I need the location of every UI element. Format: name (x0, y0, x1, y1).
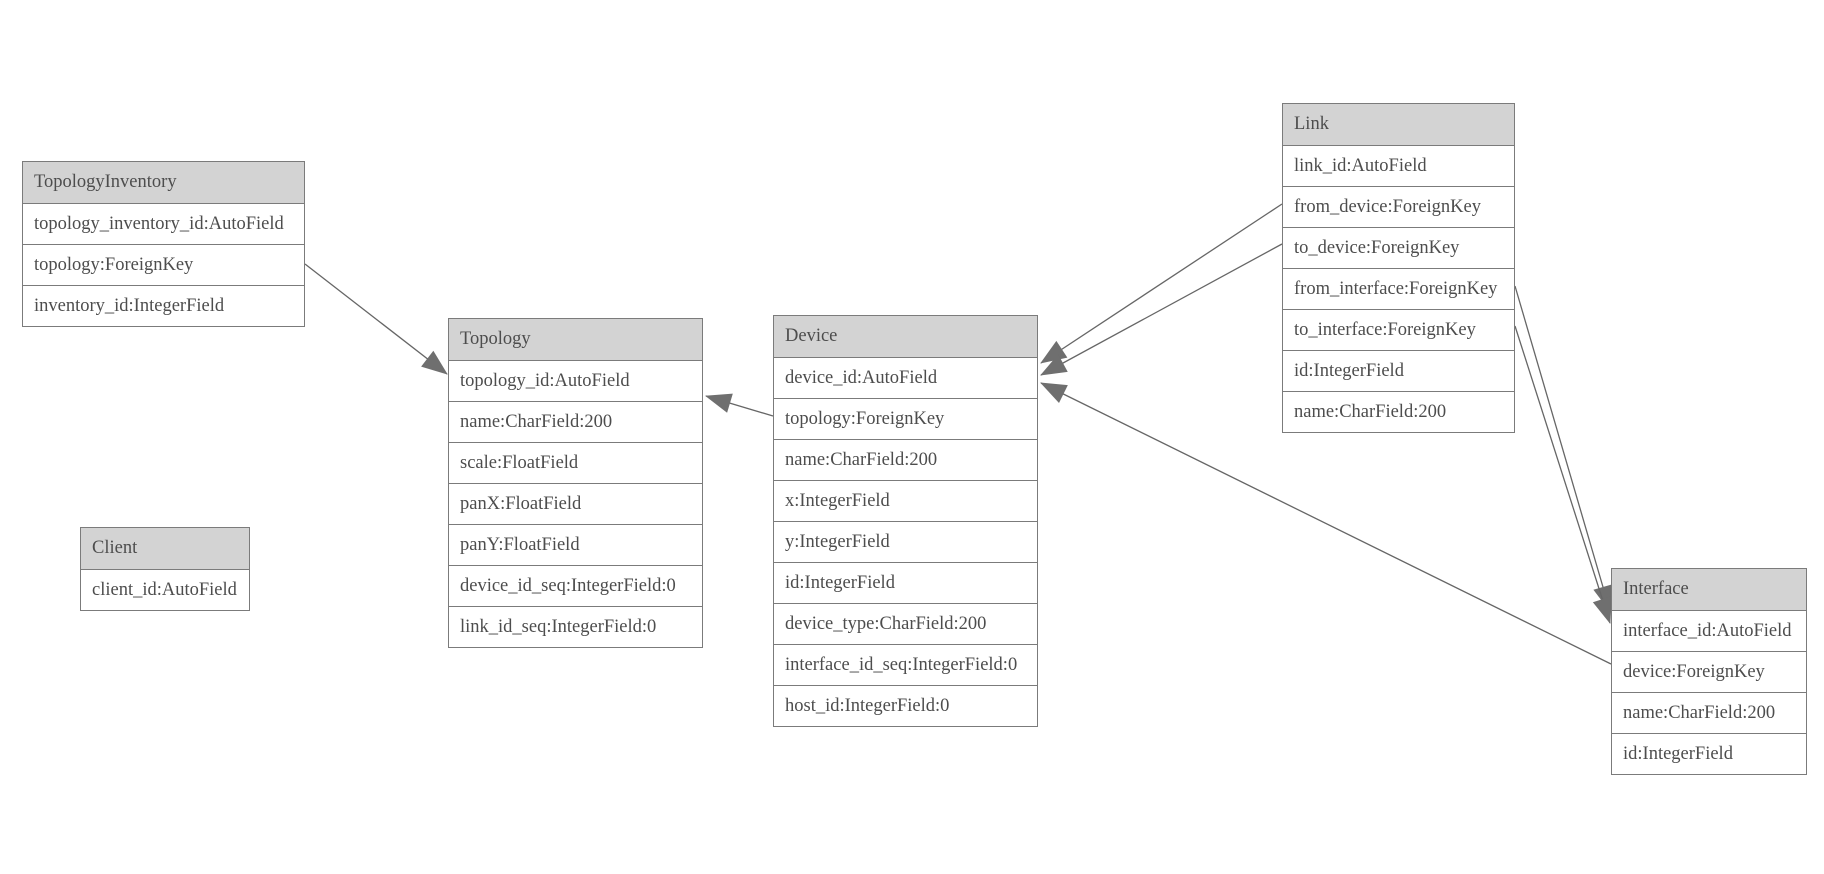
field-row: topology:ForeignKey (23, 245, 304, 286)
field-row: link_id:AutoField (1283, 146, 1514, 187)
field-row: id:IntegerField (1612, 734, 1806, 774)
field-row: device_type:CharField:200 (774, 604, 1037, 645)
field-row: to_device:ForeignKey (1283, 228, 1514, 269)
field-row: interface_id:AutoField (1612, 611, 1806, 652)
entity-title: Device (774, 316, 1037, 358)
field-row: client_id:AutoField (81, 570, 249, 610)
field-row: topology:ForeignKey (774, 399, 1037, 440)
edge-link-tointerface-interface (1514, 325, 1612, 624)
field-row: name:CharField:200 (1612, 693, 1806, 734)
edge-link-todevice-device (1040, 243, 1283, 376)
field-row: panX:FloatField (449, 484, 702, 525)
entity-title: Client (81, 528, 249, 570)
field-row: from_interface:ForeignKey (1283, 269, 1514, 310)
field-row: panY:FloatField (449, 525, 702, 566)
field-row: name:CharField:200 (449, 402, 702, 443)
field-row: to_interface:ForeignKey (1283, 310, 1514, 351)
edge-interface-device (1040, 382, 1612, 665)
entity-title: Link (1283, 104, 1514, 146)
field-row: id:IntegerField (774, 563, 1037, 604)
field-row: interface_id_seq:IntegerField:0 (774, 645, 1037, 686)
entity-topology: Topology topology_id:AutoField name:Char… (448, 318, 703, 648)
field-row: device_id_seq:IntegerField:0 (449, 566, 702, 607)
entity-title: TopologyInventory (23, 162, 304, 204)
edge-link-frominterface-interface (1514, 285, 1613, 612)
field-row: inventory_id:IntegerField (23, 286, 304, 326)
field-row: name:CharField:200 (774, 440, 1037, 481)
field-row: topology_id:AutoField (449, 361, 702, 402)
entity-title: Topology (449, 319, 702, 361)
edge-link-fromdevice-device (1040, 203, 1283, 364)
field-row: id:IntegerField (1283, 351, 1514, 392)
entity-device: Device device_id:AutoField topology:Fore… (773, 315, 1038, 727)
entity-title: Interface (1612, 569, 1806, 611)
field-row: host_id:IntegerField:0 (774, 686, 1037, 726)
edge-topologyinventory-topology (304, 263, 448, 375)
field-row: y:IntegerField (774, 522, 1037, 563)
field-row: from_device:ForeignKey (1283, 187, 1514, 228)
edge-device-topology (705, 393, 774, 417)
field-row: x:IntegerField (774, 481, 1037, 522)
field-row: device:ForeignKey (1612, 652, 1806, 693)
entity-link: Link link_id:AutoField from_device:Forei… (1282, 103, 1515, 433)
field-row: device_id:AutoField (774, 358, 1037, 399)
entity-topologyinventory: TopologyInventory topology_inventory_id:… (22, 161, 305, 327)
field-row: scale:FloatField (449, 443, 702, 484)
entity-client: Client client_id:AutoField (80, 527, 250, 611)
field-row: link_id_seq:IntegerField:0 (449, 607, 702, 647)
entity-interface: Interface interface_id:AutoField device:… (1611, 568, 1807, 775)
field-row: name:CharField:200 (1283, 392, 1514, 432)
field-row: topology_inventory_id:AutoField (23, 204, 304, 245)
